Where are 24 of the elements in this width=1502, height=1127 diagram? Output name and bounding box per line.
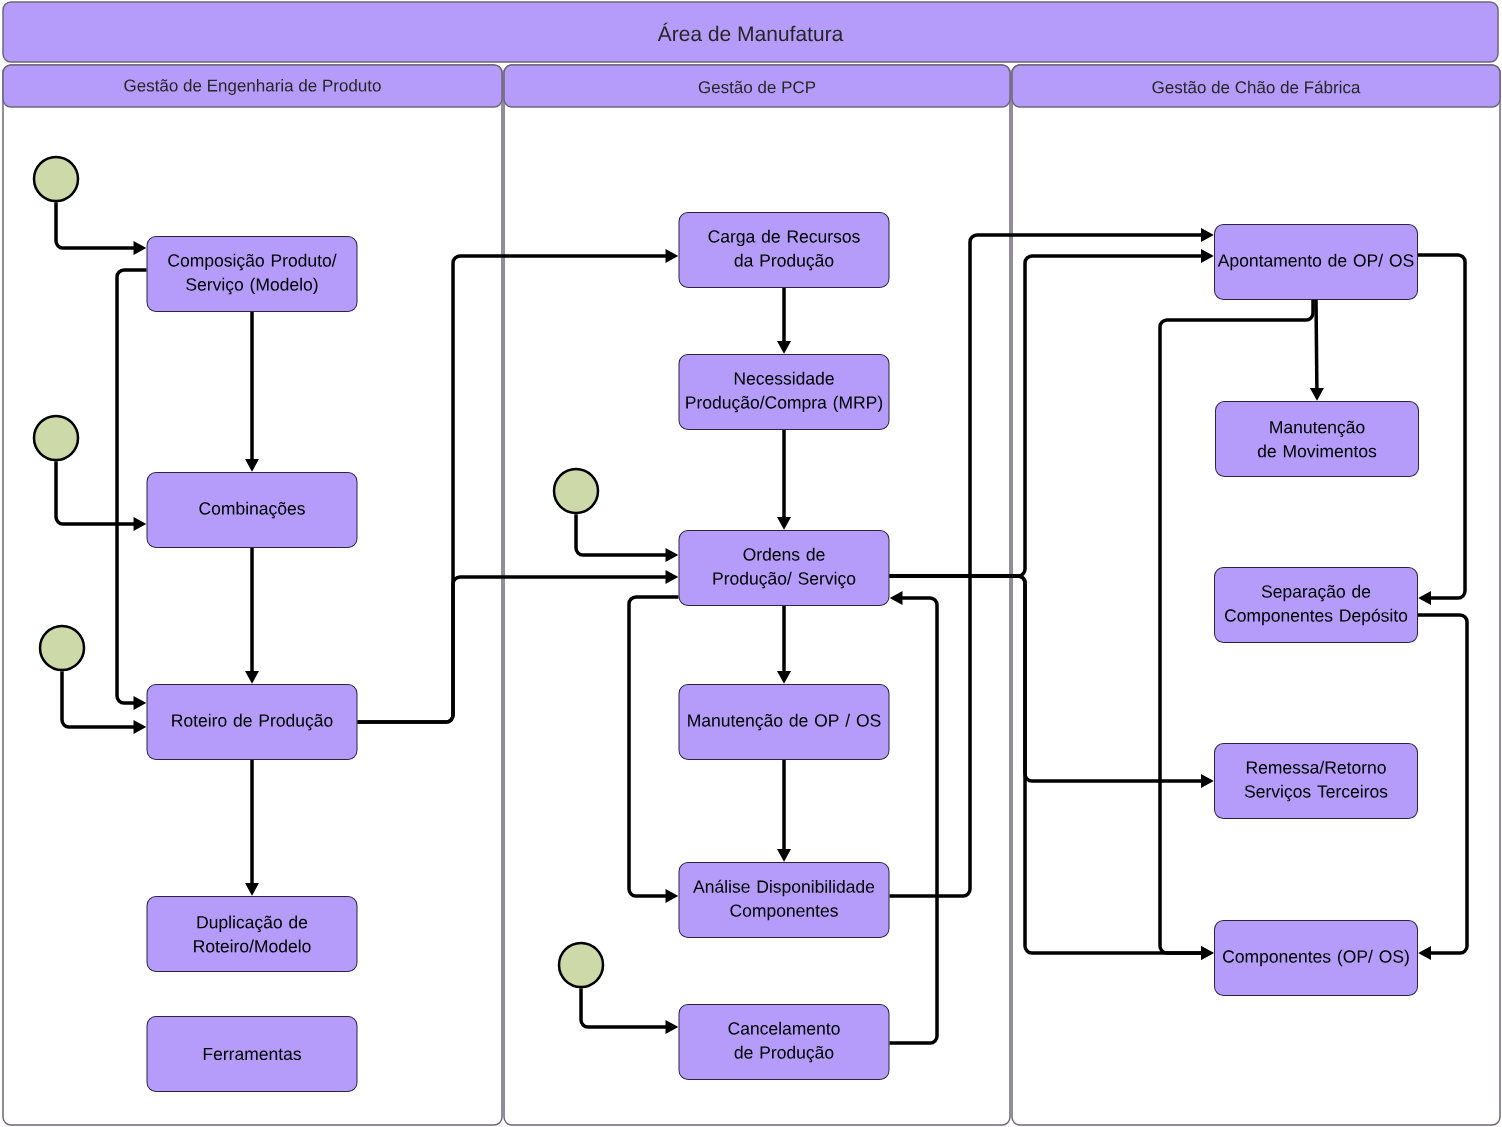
arrow (1418, 253, 1467, 605)
process-box: Remessa/Retorno Serviços Terceiros (1214, 743, 1418, 819)
process-box: Composição Produto/ Serviço (Modelo) (146, 236, 358, 312)
start-circle (32, 155, 80, 203)
title-band: Área de Manufatura (2, 1, 1499, 63)
process-box: Necessidade Produção/Compra (MRP) (678, 354, 890, 430)
process-box: Ferramentas (146, 1016, 358, 1092)
process-box: Ordens de Produção/ Serviço (678, 530, 890, 606)
process-box: Carga de Recursos da Produção (678, 212, 890, 288)
process-box: Análise Disponibilidade Componentes (678, 862, 890, 938)
process-box: Manutenção de Movimentos (1215, 401, 1419, 477)
process-box: Duplicação de Roteiro/Modelo (146, 896, 358, 972)
process-box: Roteiro de Produção (146, 684, 358, 760)
start-circle (557, 941, 605, 989)
process-box: Cancelamento de Produção (678, 1004, 890, 1080)
start-circle (38, 624, 86, 672)
start-circle (552, 467, 600, 515)
start-circle (32, 414, 80, 462)
process-box: Apontamento de OP/ OS (1214, 224, 1418, 300)
process-box: Combinações (146, 472, 358, 548)
process-box: Manutenção de OP / OS (678, 684, 890, 760)
arrow (1418, 613, 1469, 960)
process-box: Componentes (OP/ OS) (1214, 920, 1418, 996)
process-box: Separação de Componentes Depósito (1214, 567, 1418, 643)
